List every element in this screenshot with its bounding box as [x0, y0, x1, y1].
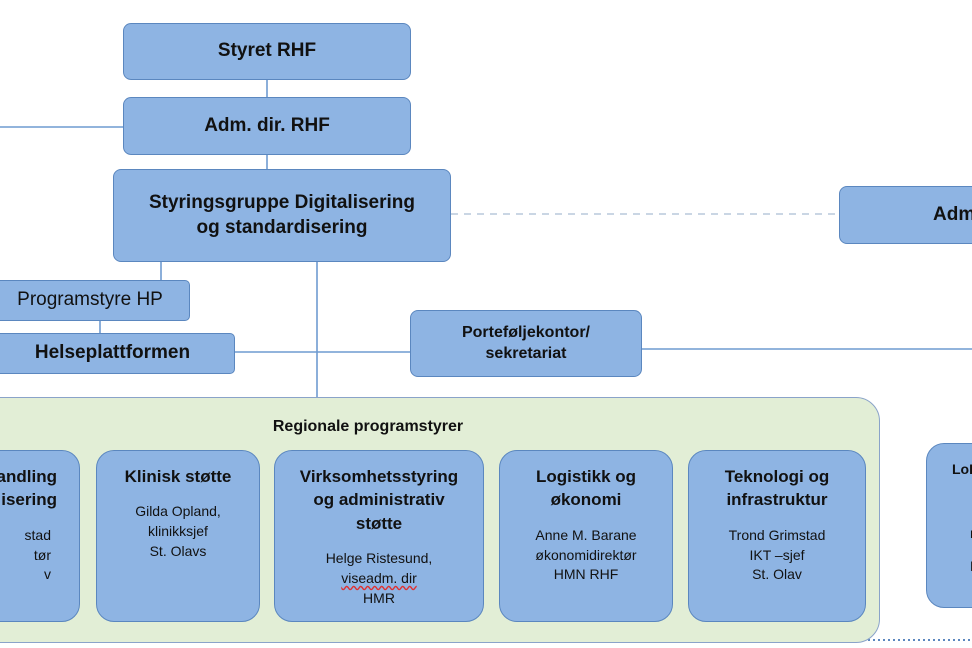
program-card-right-partial-person: n LIP: [952, 517, 972, 581]
program-card-virksomhetsstyring-person-line3: HMR: [363, 589, 395, 606]
box-portefoljekontor-line1: Porteføljekontor/: [461, 323, 590, 341]
program-card-virksomhetsstyring-person: Helge Ristesund, viseadm. dir HMR: [275, 549, 483, 608]
program-card-virksomhetsstyring-person-line1: Helge Ristesund,: [325, 550, 433, 567]
box-programstyre-hp-label: Programstyre HP: [17, 289, 163, 311]
program-card-right-partial: LoK n LIP: [926, 443, 972, 608]
spellcheck-underline: viseadm. dir: [341, 569, 417, 586]
box-styret-rhf: Styret RHF: [123, 23, 411, 80]
program-card-behandling: andling isering stad tør v: [0, 450, 80, 622]
program-card-logistikk-okonomi-title: Logistikk og økonomi: [535, 467, 637, 510]
box-right-partial-label: Adm: [933, 203, 972, 225]
box-portefoljekontor: Porteføljekontor/ sekretariat: [410, 310, 642, 377]
program-card-teknologi-infrastruktur-title: Teknologi og infrastruktur: [724, 467, 830, 510]
box-styringsgruppe: Styringsgruppe Digitalisering og standar…: [113, 169, 451, 262]
box-adm-dir-rhf-label: Adm. dir. RHF: [204, 114, 330, 136]
program-card-virksomhetsstyring-person-line2: viseadm. dir: [275, 569, 483, 589]
box-helseplattformen-label: Helseplattformen: [34, 342, 191, 364]
regional-programstyrer-title: Regionale programstyrer: [272, 418, 464, 435]
box-styret-rhf-label: Styret RHF: [217, 40, 317, 62]
box-helseplattformen: Helseplattformen: [0, 333, 235, 374]
program-card-teknologi-infrastruktur: Teknologi og infrastruktur Trond Grimsta…: [688, 450, 866, 622]
box-adm-dir-rhf: Adm. dir. RHF: [123, 97, 411, 155]
program-card-logistikk-okonomi-person: Anne M. Barane økonomidirektør HMN RHF: [535, 526, 637, 583]
box-portefoljekontor-line2: sekretariat: [485, 344, 567, 362]
box-styringsgruppe-line1: Styringsgruppe Digitalisering: [148, 191, 416, 213]
program-card-behandling-person: stad tør v: [24, 526, 51, 583]
program-card-virksomhetsstyring-title: Virksomhetsstyring og administrativ støt…: [299, 467, 459, 533]
box-programstyre-hp: Programstyre HP: [0, 280, 190, 321]
program-card-right-partial-title: LoK: [952, 461, 972, 477]
program-card-behandling-title: andling isering: [0, 467, 57, 510]
program-card-virksomhetsstyring: Virksomhetsstyring og administrativ støt…: [274, 450, 484, 622]
box-right-partial: Adm: [839, 186, 972, 244]
program-card-klinisk-stotte-person: Gilda Opland, klinikksjef St. Olavs: [135, 503, 221, 559]
program-card-klinisk-stotte-title: Klinisk støtte: [124, 467, 232, 486]
box-styringsgruppe-line2: og standardisering: [196, 216, 368, 238]
program-card-klinisk-stotte: Klinisk støtte Gilda Opland, klinikksjef…: [96, 450, 260, 622]
program-card-logistikk-okonomi: Logistikk og økonomi Anne M. Barane økon…: [499, 450, 673, 622]
program-card-teknologi-infrastruktur-person: Trond Grimstad IKT –sjef St. Olav: [728, 526, 826, 583]
